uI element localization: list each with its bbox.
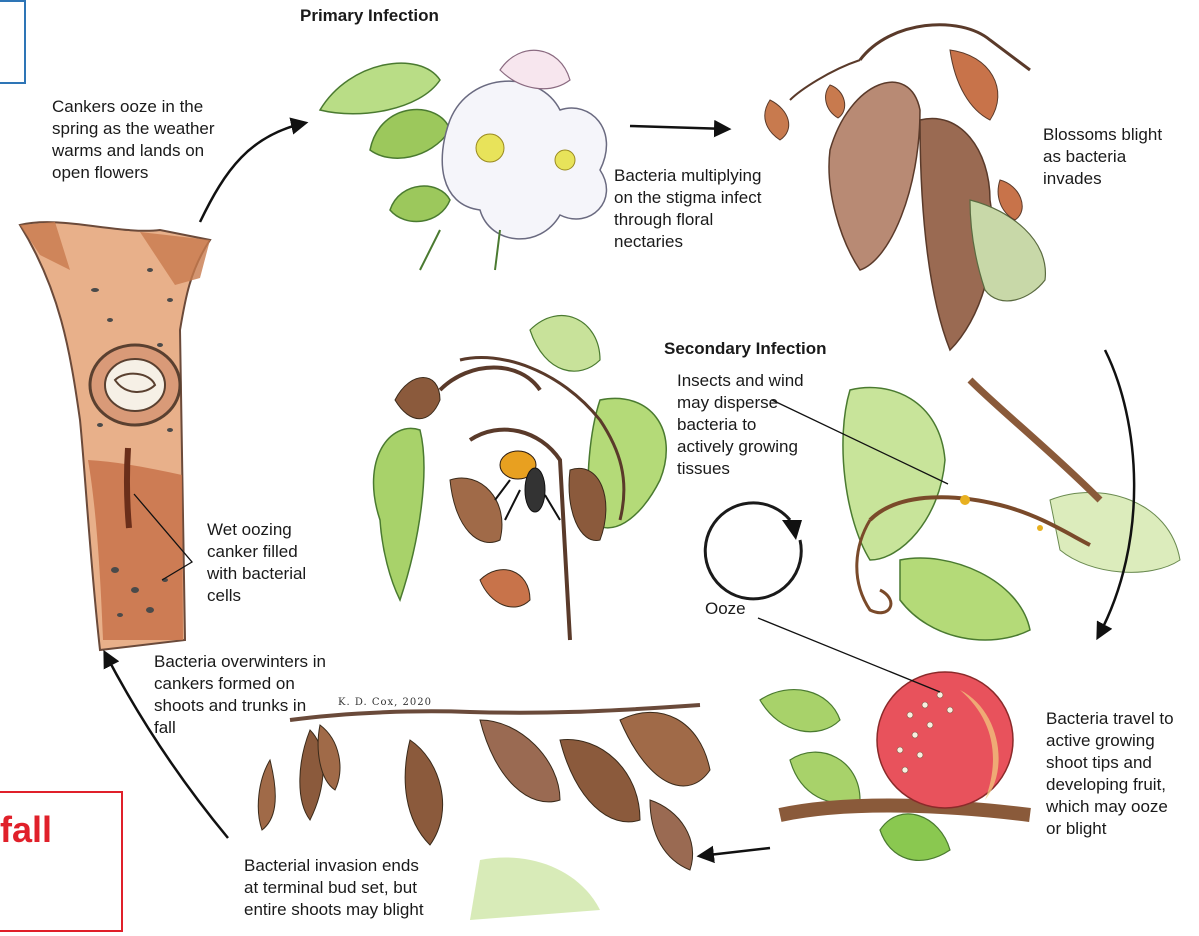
wilted-shoot-insect-drawing: [374, 316, 667, 640]
slide-label-fall: fall: [0, 809, 52, 851]
artist-signature: K. D. Cox, 2020: [338, 697, 432, 708]
trunk-canker-drawing: [20, 222, 210, 650]
label-ooze: Ooze: [705, 598, 746, 620]
label-wet-oozing-canker: Wet oozing canker filled with bacterial …: [207, 519, 306, 607]
blighted-blossom-drawing: [765, 25, 1046, 350]
secondary-shoot-drawing: [843, 380, 1180, 640]
arrow-blossom-to-blight: [630, 126, 728, 129]
primary-infection-title: Primary Infection: [300, 6, 439, 26]
label-invasion-ends: Bacterial invasion ends at terminal bud …: [244, 855, 424, 921]
apple-blossom-drawing: [320, 50, 606, 270]
label-overwinters: Bacteria overwinters in cankers formed o…: [154, 651, 326, 739]
blue-frame: [0, 0, 26, 84]
label-bacteria-travel: Bacteria travel to active growing shoot …: [1046, 708, 1174, 840]
leader-line-ooze: [758, 618, 940, 692]
label-bacteria-multiplying: Bacteria multiplying on the stigma infec…: [614, 165, 761, 253]
apple-fruit-drawing: [760, 672, 1030, 860]
secondary-infection-title: Secondary Infection: [664, 339, 826, 359]
arrow-trunk-to-blossom: [200, 123, 305, 222]
arrow-fruit-to-deadshoot: [700, 848, 770, 856]
label-blossoms-blight: Blossoms blight as bacteria invades: [1043, 124, 1162, 190]
label-cankers-ooze: Cankers ooze in the spring as the weathe…: [52, 96, 215, 184]
circular-arrow-icon: [705, 503, 801, 599]
label-insects-wind: Insects and wind may disperse bacteria t…: [677, 370, 804, 480]
